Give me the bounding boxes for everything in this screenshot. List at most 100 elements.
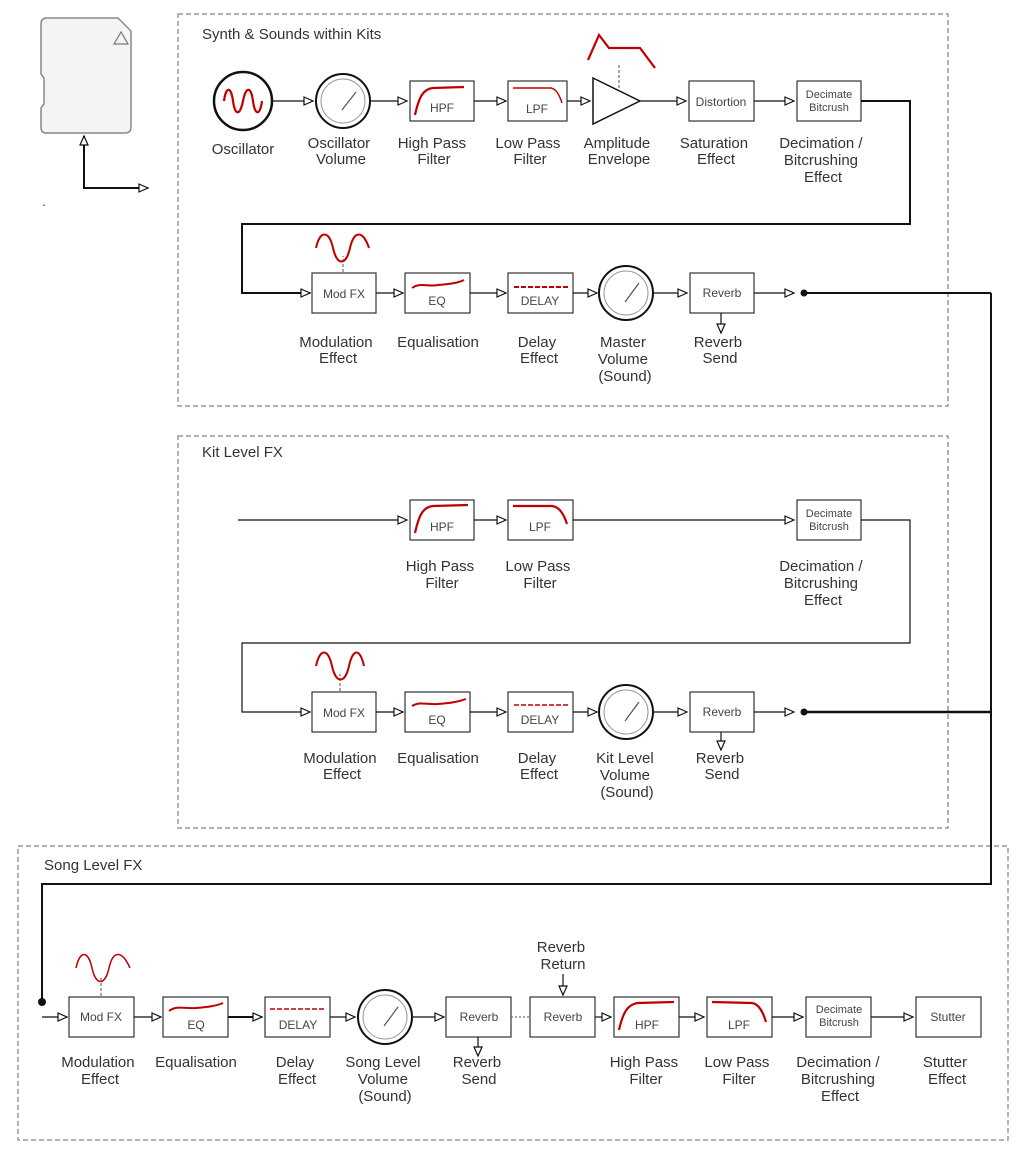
svg-text:Mod FX: Mod FX: [80, 1010, 122, 1024]
section-synth-frame: [177, 13, 949, 407]
section-synth-title: Synth & Sounds within Kits: [202, 26, 381, 43]
label-master-volume: Master Volume (Sound): [598, 334, 652, 385]
svg-text:LPF: LPF: [526, 102, 548, 116]
svg-text:Decimate: Decimate: [806, 508, 852, 520]
lpf-box: LPF: [507, 80, 568, 122]
modfx-box-synth: Mod FX: [311, 233, 377, 314]
svg-text:EQ: EQ: [428, 294, 445, 308]
svg-text:Reverb: Reverb: [703, 286, 742, 300]
section-kit-title: Kit Level FX: [202, 444, 283, 461]
svg-text:DELAY: DELAY: [521, 713, 559, 727]
eq-box-synth: EQ: [404, 272, 471, 314]
decimate-box-song: Decimate Bitcrush: [805, 996, 872, 1038]
eq-box-kit: EQ: [404, 691, 471, 733]
envelope-shape-icon: [586, 32, 656, 69]
label-modulation-kit: Modulation Effect: [303, 750, 381, 783]
modfx-box-song: Mod FX: [68, 953, 135, 1038]
label-modulation-synth: Modulation Effect: [299, 334, 377, 367]
lpf-box-song: LPF: [706, 996, 773, 1038]
hpf-box-kit: HPF: [409, 499, 475, 541]
lfo-wave-icon: [315, 233, 370, 263]
svg-text:DELAY: DELAY: [521, 294, 559, 308]
low-pass-curve-icon: [513, 87, 563, 104]
lpf-box-kit: LPF: [507, 499, 574, 541]
label-delay-kit: Delay Effect: [518, 750, 561, 783]
label-delay-synth: Delay Effect: [518, 334, 561, 367]
svg-text:Decimate: Decimate: [816, 1004, 862, 1016]
oscillator-volume-knob: [315, 73, 371, 129]
section-kit-frame: [177, 435, 949, 829]
svg-text:EQ: EQ: [428, 713, 445, 727]
hpf-box: HPF: [409, 80, 475, 122]
distortion-box: Distortion: [688, 80, 755, 122]
label-song-volume: Song Level Volume (Sound): [345, 1054, 424, 1105]
svg-text:Bitcrush: Bitcrush: [819, 1017, 859, 1029]
master-bus-line: [41, 293, 992, 1002]
svg-text:HPF: HPF: [430, 520, 454, 534]
reverb-box-kit: Reverb: [689, 691, 755, 752]
svg-text:DELAY: DELAY: [279, 1018, 317, 1032]
label-reverb-return: Reverb Return: [537, 939, 590, 973]
reverb-send-box-song: Reverb: [445, 996, 512, 1058]
svg-text:Bitcrush: Bitcrush: [809, 102, 849, 114]
svg-text:LPF: LPF: [529, 520, 551, 534]
kit-volume-knob: [598, 684, 654, 740]
song-volume-knob: [357, 989, 413, 1045]
label-modulation-song: Modulation Effect: [61, 1054, 139, 1088]
high-pass-curve-icon: [413, 85, 465, 116]
hpf-box-song: HPF: [613, 996, 680, 1038]
label-equalisation-song: Equalisation: [155, 1054, 237, 1071]
stutter-box-song: Stutter: [915, 996, 982, 1038]
label-lpf-kit: Low Pass Filter: [505, 558, 574, 592]
svg-text:HPF: HPF: [430, 101, 454, 115]
amplifier-triangle-icon: [592, 76, 642, 126]
delay-box-song: DELAY: [264, 996, 331, 1038]
decimate-box-kit: Decimate Bitcrush: [796, 499, 862, 541]
svg-text:Bitcrush: Bitcrush: [809, 521, 849, 533]
sine-wave-icon: [222, 88, 264, 114]
svg-text:Reverb: Reverb: [703, 705, 742, 719]
label-reverb-send-kit: Reverb Send: [696, 750, 749, 783]
label-oscillator: Oscillator: [212, 141, 275, 158]
label-decimation-kit: Decimation / Bitcrushing Effect: [779, 558, 867, 609]
label-hpf-kit: High Pass Filter: [406, 558, 479, 592]
svg-text:Reverb: Reverb: [460, 1010, 499, 1024]
label-lpf-song: Low Pass Filter: [704, 1054, 773, 1088]
reverb-return-box-song: Reverb: [529, 974, 596, 1038]
label-osc-volume: Oscillator Volume: [308, 135, 375, 168]
svg-text:Stutter: Stutter: [930, 1010, 965, 1024]
label-equalisation-kit: Equalisation: [397, 750, 479, 767]
sd-card-icon: [40, 17, 132, 134]
stray-dot: .: [42, 193, 46, 209]
modfx-box-kit: Mod FX: [311, 651, 377, 733]
svg-text:HPF: HPF: [635, 1018, 659, 1032]
label-equalisation-synth: Equalisation: [397, 334, 479, 351]
wrap-connector-kit: [241, 519, 911, 717]
label-saturation: Saturation Effect: [680, 135, 753, 168]
svg-text:Distortion: Distortion: [696, 95, 747, 109]
eq-curve-icon: [411, 279, 465, 289]
label-reverb-send-synth: Reverb Send: [694, 334, 747, 367]
section-song-frame: [17, 845, 1009, 1141]
label-hpf-synth: High Pass Filter: [398, 135, 471, 168]
label-decimation-synth: Decimation / Bitcrushing Effect: [779, 135, 867, 186]
label-delay-song: Delay Effect: [276, 1054, 319, 1088]
label-decimation-song: Decimation / Bitcrushing Effect: [796, 1054, 884, 1105]
svg-text:LPF: LPF: [728, 1018, 750, 1032]
wrap-connector-synth: [241, 100, 911, 298]
svg-text:Decimate: Decimate: [806, 89, 852, 101]
section-song-title: Song Level FX: [44, 857, 142, 874]
delay-box-synth: DELAY: [507, 272, 574, 314]
svg-text:Mod FX: Mod FX: [323, 287, 365, 301]
label-reverb-send-song: Reverb Send: [453, 1054, 506, 1088]
eq-box-song: EQ: [162, 996, 229, 1038]
delay-box-kit: DELAY: [507, 691, 574, 733]
label-amp-envelope: Amplitude Envelope: [584, 135, 655, 168]
label-lpf-synth: Low Pass Filter: [495, 135, 564, 168]
label-stutter: Stutter Effect: [923, 1054, 971, 1088]
label-kit-volume: Kit Level Volume (Sound): [596, 750, 658, 801]
label-hpf-song: High Pass Filter: [610, 1054, 683, 1088]
amplitude-envelope-node: [586, 32, 656, 126]
svg-text:Mod FX: Mod FX: [323, 706, 365, 720]
